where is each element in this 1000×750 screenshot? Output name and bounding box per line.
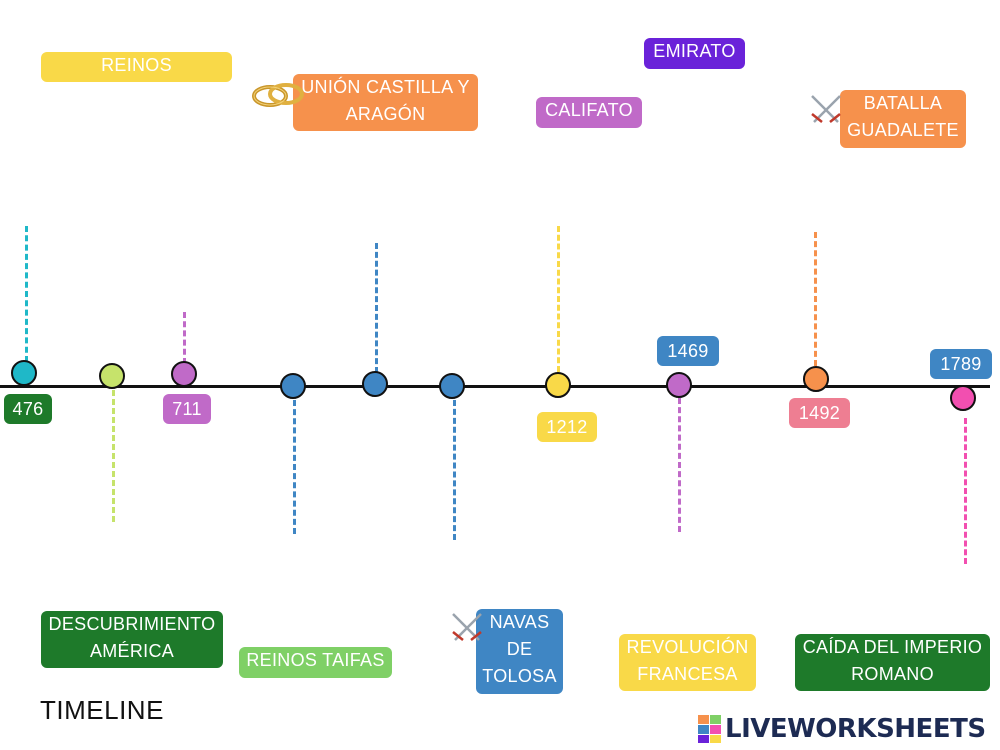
timeline-dot-lime[interactable] xyxy=(99,363,125,389)
timeline-dot-yellow[interactable] xyxy=(545,372,571,398)
connector-orange xyxy=(814,232,817,366)
year-label-711: 711 xyxy=(163,394,211,424)
year-label-1789: 1789 xyxy=(930,349,992,379)
timeline-axis xyxy=(0,385,990,388)
year-label-476: 476 xyxy=(4,394,52,424)
crossed-swords-icon xyxy=(452,613,482,641)
logo-text: LIVEWORKSHEETS xyxy=(725,714,986,744)
page-title: TIMELINE xyxy=(40,695,164,725)
timeline-dot-blue-2[interactable] xyxy=(362,371,388,397)
event-label-batalla-guadalete[interactable]: BATALLA GUADALETE xyxy=(840,90,966,148)
connector-pink xyxy=(964,418,967,564)
connector-teal xyxy=(25,226,28,362)
event-label-reinos-taifas[interactable]: REINOS TAIFAS xyxy=(239,647,392,678)
connector-purple-2 xyxy=(678,398,681,532)
connector-lime xyxy=(112,390,115,522)
timeline-dot-orange[interactable] xyxy=(803,366,829,392)
event-label-califato[interactable]: CALIFATO xyxy=(536,97,642,128)
timeline-dot-blue-1[interactable] xyxy=(280,373,306,399)
timeline-dot-purple-1[interactable] xyxy=(171,361,197,387)
timeline-dot-purple-2[interactable] xyxy=(666,372,692,398)
year-label-1492: 1492 xyxy=(789,398,850,428)
liveworksheets-logo[interactable]: LIVEWORKSHEETS xyxy=(698,712,986,746)
timeline-dot-teal[interactable] xyxy=(11,360,37,386)
year-label-1469: 1469 xyxy=(657,336,719,366)
event-label-descubrimiento-america[interactable]: DESCUBRIMIENTO AMÉRICA xyxy=(41,611,223,668)
wedding-rings-icon xyxy=(252,83,304,107)
event-label-revolucion-francesa[interactable]: REVOLUCIÓN FRANCESA xyxy=(619,634,756,691)
year-label-1212: 1212 xyxy=(537,412,597,442)
connector-blue-1 xyxy=(293,400,296,534)
connector-yellow xyxy=(557,226,560,372)
event-label-reinos-visigodos[interactable]: REINOS VISIGODOS xyxy=(41,52,232,102)
connector-blue-2 xyxy=(375,243,378,373)
event-label-navas-tolosa[interactable]: NAVAS DE TOLOSA xyxy=(476,609,563,694)
liveworksheets-logo-icon xyxy=(698,715,722,743)
crossed-swords-icon xyxy=(811,95,841,123)
timeline-dot-blue-3[interactable] xyxy=(439,373,465,399)
connector-blue-3 xyxy=(453,400,456,540)
connector-purple-1 xyxy=(183,312,186,364)
event-label-emirato[interactable]: EMIRATO xyxy=(644,38,745,69)
timeline-dot-pink[interactable] xyxy=(950,385,976,411)
event-label-caida-imperio-romano[interactable]: CAÍDA DEL IMPERIO ROMANO xyxy=(795,634,990,691)
event-label-union-castilla-aragon[interactable]: UNIÓN CASTILLA Y ARAGÓN xyxy=(293,74,478,131)
